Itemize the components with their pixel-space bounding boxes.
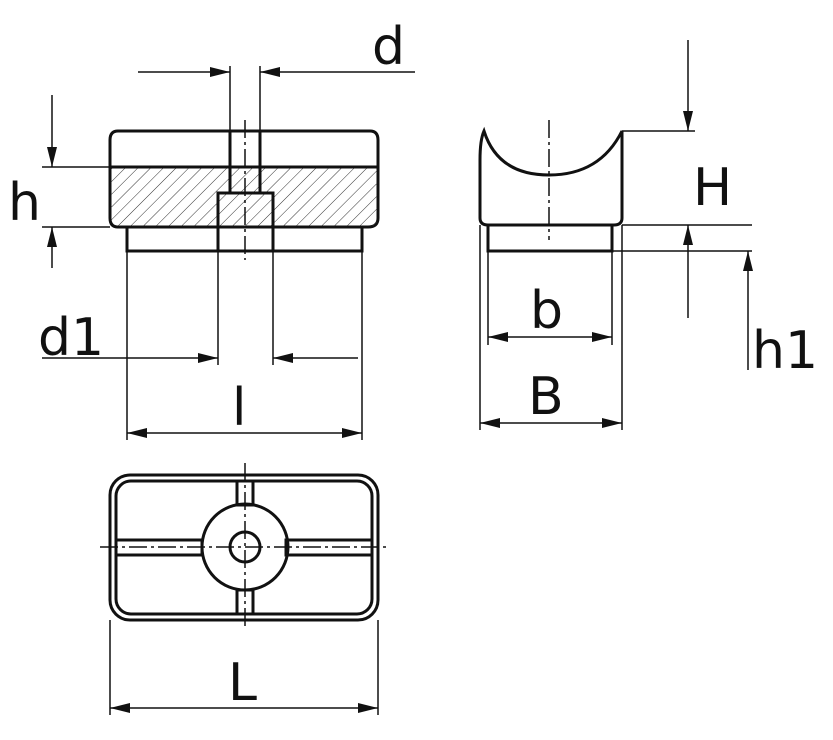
dim-label-b: b <box>530 281 563 341</box>
dim-label-B: B <box>528 367 564 427</box>
side-pad <box>486 223 614 253</box>
front-section-view <box>42 66 415 440</box>
body-outline <box>108 129 380 229</box>
dim-label-l: l <box>232 378 246 438</box>
side-body-outline <box>478 126 624 227</box>
knurled-pad-left <box>125 225 220 253</box>
dim-label-h1: h1 <box>752 321 818 381</box>
top-view <box>100 463 390 715</box>
dim-label-L: L <box>228 653 257 713</box>
side-view <box>478 40 753 430</box>
dim-label-d1: d1 <box>38 308 104 368</box>
knurled-pad-right <box>271 225 364 253</box>
hatched-section <box>111 167 377 226</box>
dim-label-d: d <box>372 17 405 77</box>
dim-label-H: H <box>693 158 732 218</box>
dim-label-h: h <box>8 173 41 233</box>
